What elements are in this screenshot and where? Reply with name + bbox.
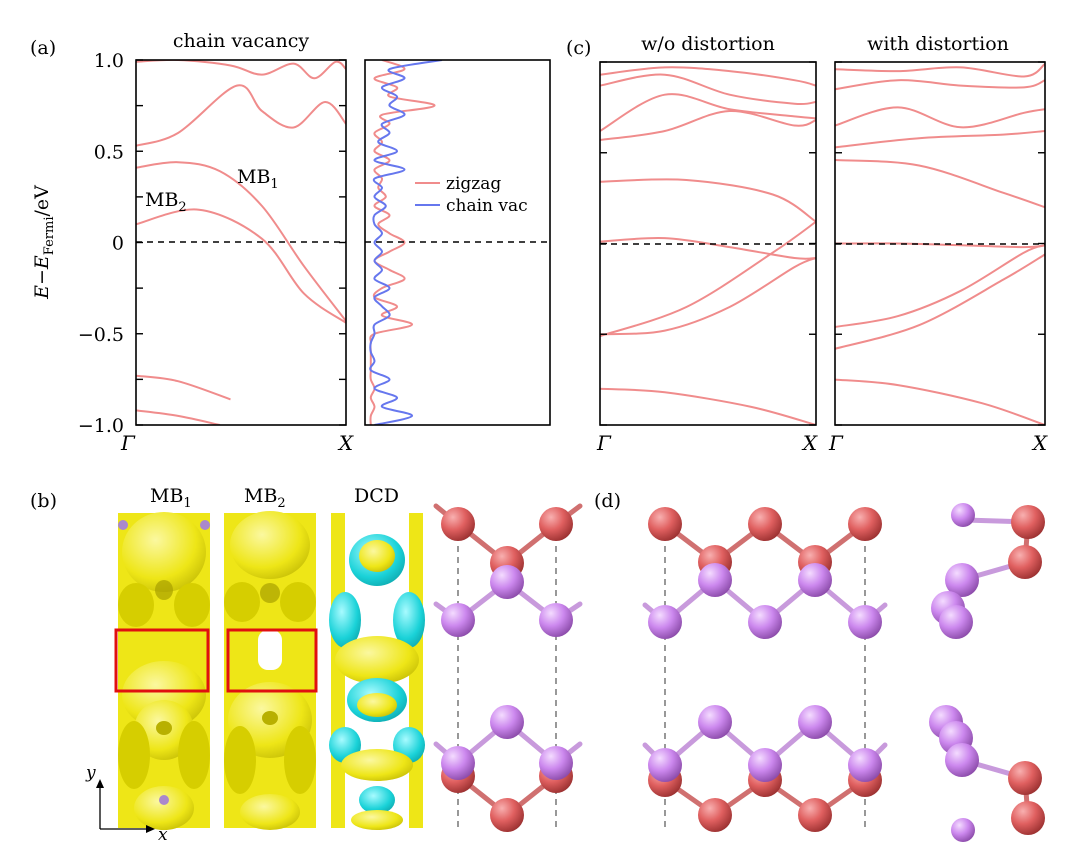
panel-label-b: (b) <box>30 490 57 512</box>
dos-frame <box>364 59 551 426</box>
c-right-ticks <box>835 61 1045 426</box>
a-x-tick-gamma: Γ <box>120 431 136 455</box>
y-axis-label: E−EFermi/eV <box>31 185 57 300</box>
band-line-3 <box>136 60 346 80</box>
a-x-tick-x: X <box>337 431 354 455</box>
band-line-5 <box>600 93 816 132</box>
a-y-tick-label: 1.0 <box>94 50 124 72</box>
axis-y-label: y <box>85 763 96 783</box>
dos-line-chain-vac <box>369 60 443 425</box>
band-line-2 <box>835 159 1045 209</box>
c-left-ticks <box>600 61 816 426</box>
band-line-5 <box>136 409 221 425</box>
band-line-2 <box>600 178 816 223</box>
a-y-tick-labels: −1.0 −0.5 0 0.5 1.0 <box>78 50 124 437</box>
mb1-isosurface-image <box>114 512 210 830</box>
band-line-8 <box>600 387 816 425</box>
band-line-7 <box>835 62 1045 78</box>
band-line-0 <box>136 208 346 324</box>
legend-label-zigzag: zigzag <box>446 174 501 194</box>
chart-c-right-title: with distortion <box>867 33 1009 55</box>
a-y-tick-label: −0.5 <box>78 324 124 346</box>
label-mb1: MB1 <box>150 485 192 511</box>
chart-c-left-bands <box>600 66 816 425</box>
annotation-mb2: MB2 <box>145 189 187 215</box>
a-y-tick-label: −1.0 <box>78 415 124 437</box>
c-left-x-tick-x: X <box>801 431 818 455</box>
band-line-0 <box>835 244 1045 328</box>
band-line-2 <box>136 84 346 147</box>
panel-label-c: (c) <box>566 37 591 59</box>
band-line-7 <box>600 66 816 87</box>
band-line-4 <box>136 374 231 401</box>
label-mb2: MB2 <box>244 485 286 511</box>
band-line-1 <box>136 161 346 322</box>
band-line-4 <box>600 109 816 141</box>
a-y-tick-label: 0 <box>112 233 124 255</box>
band-line-4 <box>835 130 1045 149</box>
band-line-5 <box>835 106 1045 129</box>
annotation-mb1: MB1 <box>237 166 279 192</box>
band-line-6 <box>835 79 1045 91</box>
legend-label-chain-vac: chain vac <box>446 196 528 216</box>
band-line-0 <box>600 257 816 336</box>
c-right-x-tick-gamma: Γ <box>828 431 844 455</box>
mb2-isosurface-image <box>224 511 318 830</box>
a-ticks <box>136 59 346 426</box>
structure-d-image <box>642 503 1045 842</box>
chart-c-right-bands <box>835 62 1045 425</box>
chart-a-title: chain vacancy <box>173 30 309 52</box>
c-right-x-tick-x: X <box>1031 431 1048 455</box>
panel-label-a: (a) <box>30 37 56 59</box>
band-line-3 <box>600 220 816 338</box>
dos-legend: zigzag chain vac <box>415 174 528 216</box>
band-line-8 <box>835 378 1045 425</box>
a-y-tick-label: 0.5 <box>94 141 124 163</box>
xy-axis-arrows: y x <box>85 763 168 845</box>
c-left-x-tick-gamma: Γ <box>596 431 612 455</box>
label-dcd: DCD <box>354 485 399 507</box>
dcd-isosurface-image <box>329 513 425 830</box>
band-line-6 <box>600 73 816 106</box>
panel-label-d: (d) <box>594 490 621 512</box>
band-line-1 <box>835 242 1045 249</box>
structure-b-image <box>433 503 583 832</box>
mb2-unit-cell-box <box>226 628 318 693</box>
band-line-3 <box>835 253 1045 350</box>
chart-a-dos <box>369 60 443 425</box>
chart-c-left-title: w/o distortion <box>641 33 775 55</box>
mb1-unit-cell-box <box>114 628 210 693</box>
band-line-1 <box>600 236 816 260</box>
axis-x-label: x <box>158 825 168 845</box>
